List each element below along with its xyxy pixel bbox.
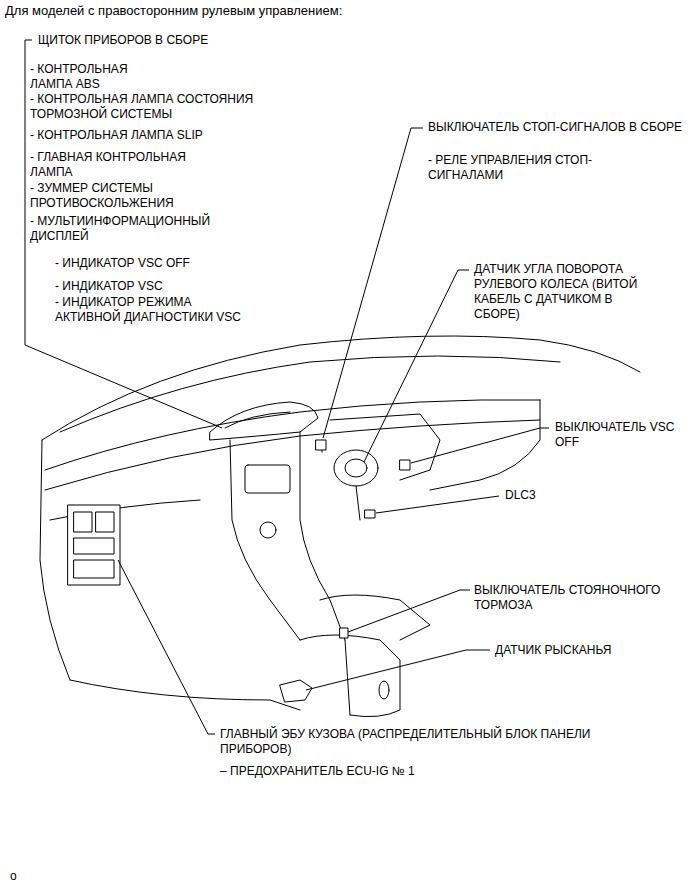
part-label: - ИНДИКАТОР РЕЖИМА АКТИВНОЙ ДИАГНОСТИКИ … (55, 295, 255, 325)
part-label: - КОНТРОЛЬНАЯ ЛАМПА СОСТОЯНИЯ ТОРМОЗНОЙ … (30, 92, 310, 122)
windshield-edge (42, 336, 640, 440)
junction-block (74, 512, 92, 532)
part-label: o (10, 869, 40, 884)
vsc-off-switch (400, 460, 410, 470)
part-label: ДАТЧИК УГЛА ПОВОРОТА РУЛЕВОГО КОЛЕСА (ВИ… (474, 262, 659, 322)
part-label: ГЛАВНЫЙ ЭБУ КУЗОВА (РАСПРЕДЕЛИТЕЛЬНЫЙ БЛ… (220, 727, 620, 757)
console-hole (379, 681, 389, 699)
leader-line (118, 560, 215, 734)
center-console (300, 635, 400, 717)
leader-line (411, 428, 549, 463)
junction-block (96, 512, 114, 532)
part-label: - ИНДИКАТОР VSC OFF (55, 256, 255, 271)
dashboard-right (430, 400, 540, 490)
title: Для моделей с правосторонним рулевым упр… (5, 3, 342, 19)
audio-unit (245, 465, 290, 493)
floor (70, 680, 300, 710)
steering-column (356, 486, 360, 520)
stop-switch (316, 440, 326, 450)
shift-knob (260, 522, 276, 538)
part-label: ВЫКЛЮЧАТЕЛЬ СТОЯНОЧНОГО ТОРМОЗА (474, 583, 689, 613)
instrument-cluster (225, 412, 290, 428)
junction-block (74, 560, 114, 578)
instrument-cluster (210, 402, 318, 440)
part-label: ЩИТОК ПРИБОРОВ В СБОРЕ (38, 33, 278, 48)
dashboard-edge (45, 420, 540, 490)
dashboard-right (330, 414, 440, 480)
parking-brake-switch (340, 628, 348, 638)
steering-wheel (334, 450, 378, 486)
part-label: - ИНДИКАТОР VSC (55, 279, 255, 294)
center-stack (300, 432, 345, 640)
part-label: - ГЛАВНАЯ КОНТРОЛЬНАЯ ЛАМПА (30, 150, 230, 180)
dashboard-top (45, 400, 540, 470)
door-edge (40, 440, 70, 680)
leader-line (364, 270, 469, 462)
leader-line (323, 128, 423, 438)
yaw-rate-sensor (280, 680, 312, 702)
center-console (345, 640, 350, 715)
part-label: DLC3 (505, 488, 585, 503)
part-label: - МУЛЬТИИНФОРМАЦИОННЫЙ ДИСПЛЕЙ (30, 214, 260, 244)
leader-line (348, 590, 470, 632)
junction-block (74, 538, 114, 554)
part-label: ВЫКЛЮЧАТЕЛЬ СТОП-СИГНАЛОВ В СБОРЕ (428, 120, 683, 135)
windshield-inner (60, 356, 560, 432)
leader-line (306, 650, 490, 690)
part-label: ВЫКЛЮЧАТЕЛЬ VSC OFF (555, 420, 675, 450)
leader-line (376, 496, 499, 513)
part-label: - ЗУММЕР СИСТЕМЫ ПРОТИВОСКОЛЬЖЕНИЯ (30, 181, 205, 211)
part-label: - КОНТРОЛЬНАЯ ЛАМПА ABS (30, 62, 150, 92)
center-stack (230, 440, 300, 640)
part-label: - КОНТРОЛЬНАЯ ЛАМПА SLIP (30, 128, 270, 143)
armrest (320, 595, 430, 640)
part-label: ДАТЧИК РЫСКАНЬЯ (495, 643, 685, 658)
junction-block (68, 505, 120, 585)
part-label: - РЕЛЕ УПРАВЛЕНИЯ СТОП-СИГНАЛАМИ (428, 153, 623, 183)
part-label: – ПРЕДОХРАНИТЕЛЬ ECU-IG № 1 (220, 764, 520, 779)
dlc3-connector (365, 510, 375, 518)
